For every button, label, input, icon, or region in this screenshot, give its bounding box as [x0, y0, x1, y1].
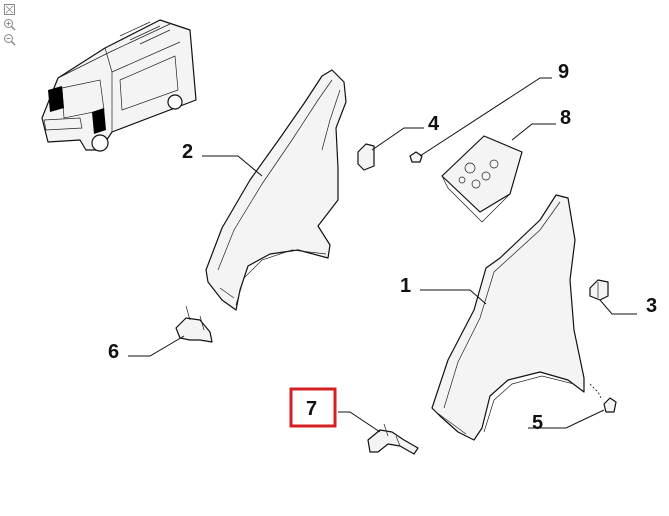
van-thumbnail — [41, 19, 197, 152]
callout-8[interactable]: 8 — [560, 107, 571, 129]
callout-9[interactable]: 9 — [558, 61, 569, 83]
bracket-7 — [367, 423, 419, 455]
callout-2[interactable]: 2 — [182, 141, 193, 163]
fit-page-icon[interactable] — [3, 3, 16, 16]
leader-lines — [128, 77, 637, 433]
bracket-6 — [175, 305, 213, 343]
callout-5[interactable]: 5 — [532, 412, 543, 434]
bracket-3 — [589, 279, 609, 301]
callout-1[interactable]: 1 — [400, 275, 411, 297]
callout-6[interactable]: 6 — [108, 341, 119, 363]
callout-7-highlight — [289, 387, 337, 428]
callout-7[interactable]: 7 — [306, 398, 317, 420]
callout-4[interactable]: 4 — [428, 113, 440, 135]
fastener-9 — [409, 151, 423, 163]
zoom-in-icon[interactable] — [3, 18, 16, 31]
callout-3[interactable]: 3 — [646, 295, 657, 317]
fender-right — [431, 194, 585, 441]
zoom-out-icon[interactable] — [3, 33, 16, 46]
clip-5 — [589, 383, 617, 413]
fender-left — [205, 69, 347, 311]
zoom-toolbar — [3, 3, 16, 46]
hardware-kit-8 — [441, 135, 523, 223]
clip-4 — [357, 143, 375, 171]
